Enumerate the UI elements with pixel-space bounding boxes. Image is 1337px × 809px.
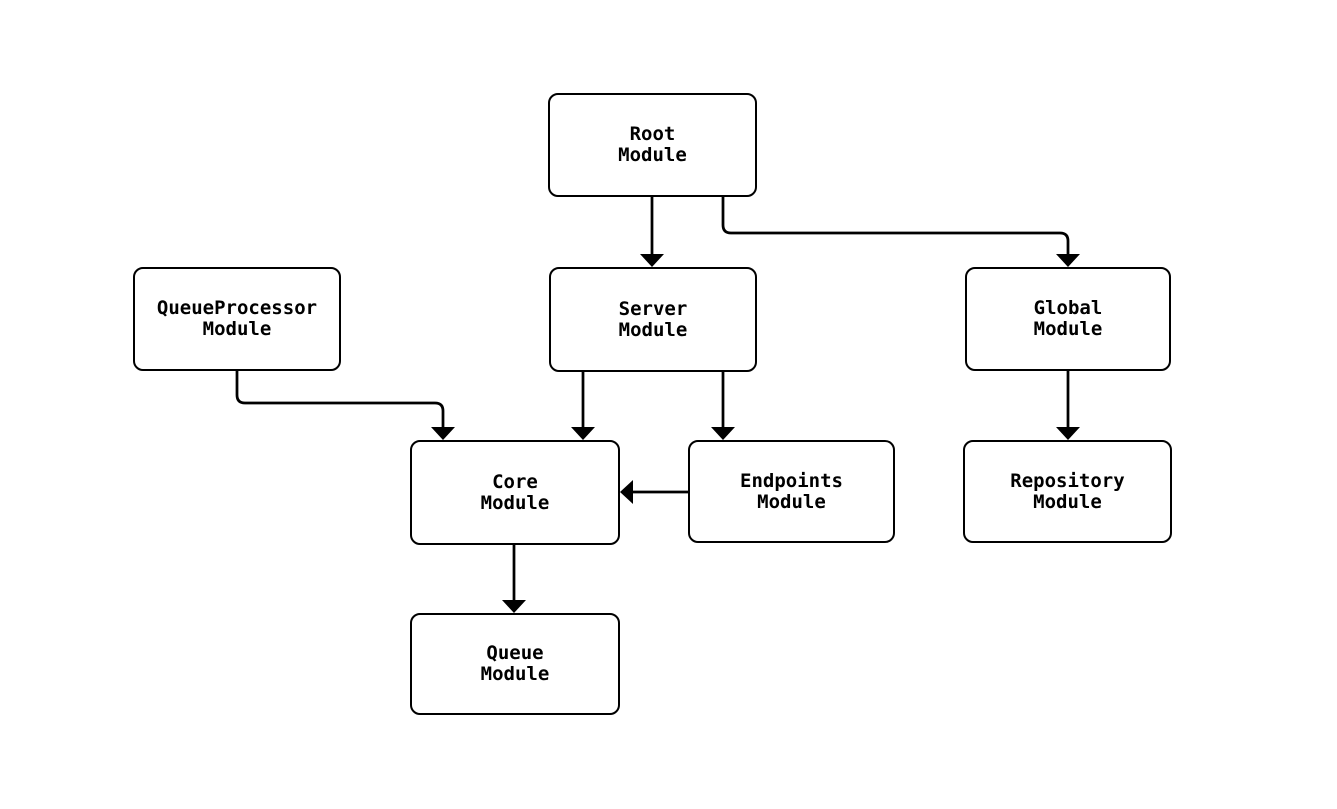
arrowhead-server-endpoints xyxy=(711,427,735,440)
node-server-module: Server Module xyxy=(549,267,757,372)
node-queue-module: Queue Module xyxy=(410,613,620,715)
node-global-module: Global Module xyxy=(965,267,1171,371)
node-queueprocessor-module: QueueProcessor Module xyxy=(133,267,341,371)
node-root-module: Root Module xyxy=(548,93,757,197)
node-repository-module: Repository Module xyxy=(963,440,1172,543)
arrowhead-root-server xyxy=(640,254,664,267)
arrowhead-queueprocessor-core xyxy=(431,427,455,440)
node-label-core: Core Module xyxy=(480,470,550,514)
node-label-endpoints: Endpoints Module xyxy=(740,469,843,513)
arrowhead-endpoints-core xyxy=(620,480,633,504)
arrowhead-root-global xyxy=(1056,254,1080,267)
node-label-root: Root Module xyxy=(618,123,687,166)
node-label-queue: Queue Module xyxy=(480,642,550,685)
node-label-queueprocessor: QueueProcessor Module xyxy=(156,297,318,340)
node-label-global: Global Module xyxy=(1033,297,1103,340)
edge-queueprocessor-core xyxy=(235,371,445,430)
node-label-repository: Repository Module xyxy=(1010,469,1125,513)
arrowhead-global-repository xyxy=(1056,427,1080,440)
node-endpoints-module: Endpoints Module xyxy=(688,440,895,543)
arrowhead-core-queue xyxy=(502,600,526,613)
node-label-server: Server Module xyxy=(618,297,688,341)
node-core-module: Core Module xyxy=(410,440,620,545)
arrowhead-server-core xyxy=(571,427,595,440)
edge-root-global xyxy=(721,197,1070,257)
